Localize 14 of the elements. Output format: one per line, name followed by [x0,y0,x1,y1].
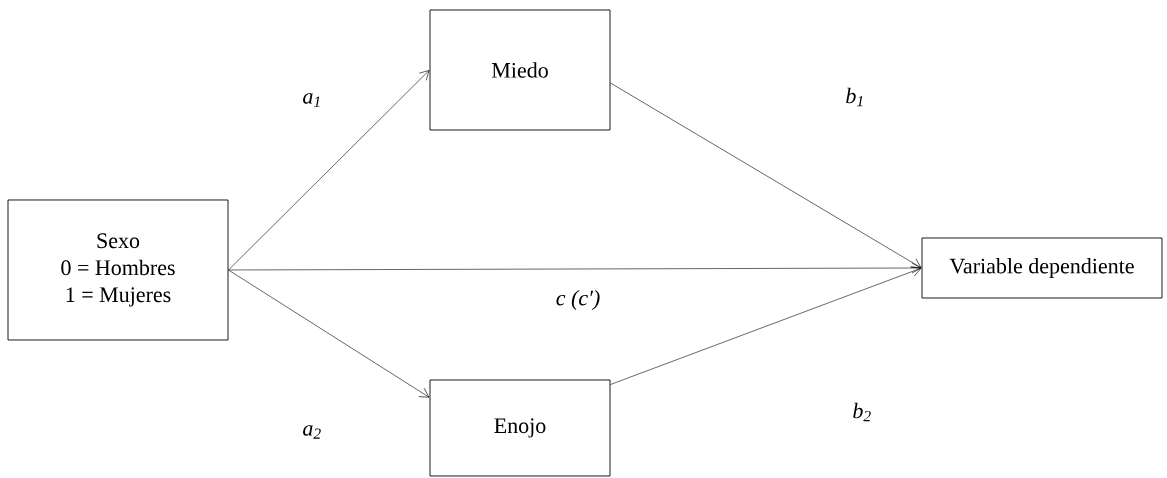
path-label: a$_{1}$ [303,93,320,107]
variable-box: Enojo [429,379,611,477]
arrow [610,266,922,385]
path-label: c (c′) [556,290,600,310]
variable-box: Miedo [429,9,611,131]
variable-box: Sexo 0 = Hombres 1 = Mujeres [7,199,229,341]
path-label: a$_{2}$ [303,425,321,439]
arrow [228,70,430,271]
arrow [228,262,922,274]
variable-box: Variable dependiente [921,237,1163,299]
arrow [610,82,922,268]
path-label: b$_{2}$ [853,402,871,422]
path-label: b$_{1}$ [846,87,863,107]
arrow [228,269,430,398]
